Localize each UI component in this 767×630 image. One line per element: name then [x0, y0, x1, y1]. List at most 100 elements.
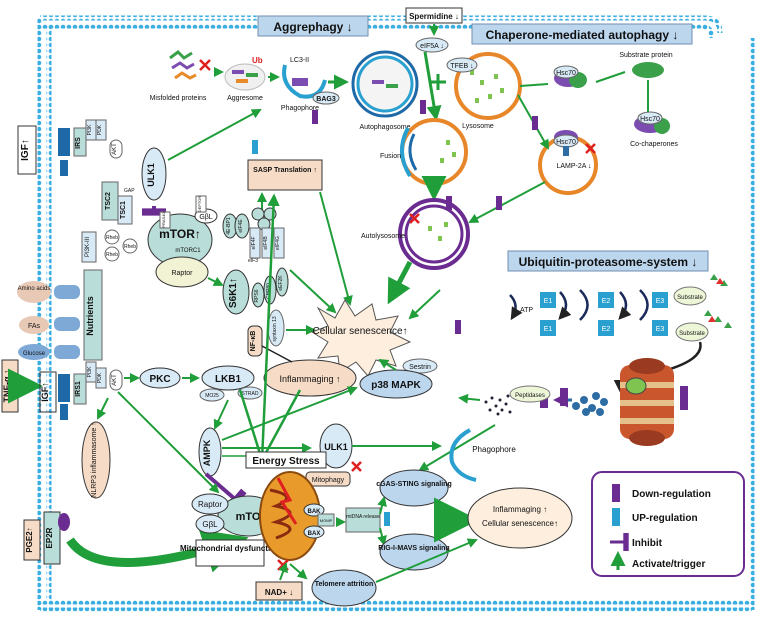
svg-text:Cellular senescence↑: Cellular senescence↑ — [482, 519, 558, 528]
svg-text:Inhibit: Inhibit — [632, 538, 663, 549]
svg-text:NAD+ ↓: NAD+ ↓ — [265, 588, 293, 597]
mitophagy: Mitophagy — [305, 461, 362, 487]
svg-text:Nutrients: Nutrients — [85, 296, 95, 336]
nutrients: Nutrients Amino acids FAs Glucose — [17, 269, 103, 361]
pi3k-iii: PI3K-III — [81, 231, 97, 263]
substrate-protein: Substrate protein — [619, 52, 673, 78]
energy-stress: Energy Stress — [245, 451, 327, 469]
svg-text:ULK1: ULK1 — [324, 442, 348, 452]
lamp2a-lysosome: Hsc70 LAMP-2A ↓ — [538, 130, 598, 195]
svg-text:FAs: FAs — [28, 323, 41, 330]
svg-text:PI3K: PI3K — [87, 366, 93, 378]
svg-text:ATP: ATP — [520, 307, 533, 314]
svg-text:TSC2: TSC2 — [105, 192, 112, 210]
p38-mapk: p38 MAPK — [359, 369, 433, 399]
svg-text:Aggrephagy ↓: Aggrephagy ↓ — [273, 20, 352, 34]
peptides: Peptidases — [509, 385, 608, 416]
proteasome — [620, 358, 688, 446]
spermidine-box: Spermidine ↓ — [405, 7, 463, 24]
nlrp3-inflammasome: NLRP3 inflammasome ↑ — [81, 421, 111, 499]
svg-text:NF-κB: NF-κB — [250, 331, 257, 352]
svg-text:E3: E3 — [656, 326, 665, 333]
pge2-ep2r: PGE2↑ EP2R — [23, 511, 70, 565]
svg-text:PI3K-III: PI3K-III — [85, 237, 91, 257]
svg-text:SASP Translation ↑: SASP Translation ↑ — [253, 167, 317, 174]
svg-text:Peptidases: Peptidases — [515, 393, 545, 399]
svg-text:Substrate: Substrate — [677, 295, 703, 301]
svg-text:PDK: PDK — [97, 124, 103, 135]
translation-factors: eIF4F eIF4B eIF4G eIF3 RPS6 CBP80 eEF2K — [248, 207, 289, 308]
svg-text:AKT: AKT — [112, 143, 118, 155]
svg-text:MO25: MO25 — [205, 393, 219, 399]
plus-sign — [430, 74, 446, 90]
svg-text:LAMP-2A ↓: LAMP-2A ↓ — [556, 163, 591, 170]
svg-text:LKB1: LKB1 — [215, 374, 242, 385]
svg-text:eIF4B: eIF4B — [263, 236, 269, 250]
ulk1-center: ULK1 — [319, 423, 353, 469]
svg-text:Mitochondrial dysfunction: Mitochondrial dysfunction — [180, 544, 280, 553]
legend: Down-regulation UP-regulation Inhibit Ac… — [591, 471, 745, 577]
mitochondrion: BAK BAX MOMP — [259, 471, 335, 571]
svg-text:AMPK: AMPK — [202, 439, 212, 466]
svg-text:PDK: PDK — [97, 372, 103, 383]
svg-text:IRS: IRS — [75, 137, 82, 149]
svg-text:UP-regulation: UP-regulation — [632, 513, 698, 524]
down-markers — [312, 100, 538, 334]
svg-text:Inflammaging ↑: Inflammaging ↑ — [493, 505, 547, 514]
svg-text:E2: E2 — [602, 298, 611, 305]
svg-text:4E-BP1: 4E-BP1 — [226, 217, 232, 234]
inflammaging-oval: Inflammaging ↑ — [263, 359, 357, 397]
svg-text:eIF5A ↓: eIF5A ↓ — [420, 43, 444, 50]
svg-text:PGE2↑: PGE2↑ — [25, 527, 34, 552]
svg-text:Activate/trigger: Activate/trigger — [632, 559, 705, 570]
svg-text:Autophagosome: Autophagosome — [360, 124, 411, 131]
mtdna-release: mtDNA release — [345, 507, 381, 533]
svg-text:Amino acids: Amino acids — [18, 286, 51, 292]
cgas-sting: cGAS-STING signaling — [376, 469, 452, 507]
svg-text:S6K1↑: S6K1↑ — [228, 278, 239, 308]
cellular-senescence-burst: Cellular senescence↑ — [310, 299, 412, 377]
aggresome: Ub Aggresome — [224, 56, 266, 102]
svg-text:TFEB ↓: TFEB ↓ — [450, 63, 473, 70]
ups-header: Ubiquitin-proteasome-system ↓ — [507, 250, 709, 272]
cross-mark — [199, 59, 211, 71]
svg-text:Phagophore: Phagophore — [472, 445, 516, 454]
svg-text:GβL: GβL — [202, 520, 218, 529]
svg-text:Hsc70: Hsc70 — [556, 139, 576, 146]
phagophore: LC3-II Phagophore — [281, 57, 327, 112]
svg-text:Autolysosome: Autolysosome — [361, 233, 405, 240]
svg-text:mtDNA release: mtDNA release — [346, 514, 380, 520]
bag3-label: BAG3 — [312, 91, 340, 105]
lkb1: LKB1 MO25 STRAD — [199, 365, 263, 402]
svg-text:AKT: AKT — [112, 374, 118, 386]
svg-text:Cellular senescence↑: Cellular senescence↑ — [312, 326, 407, 337]
svg-text:Telomere attrition: Telomere attrition — [315, 581, 374, 588]
svg-text:Energy Stress: Energy Stress — [252, 456, 320, 467]
svg-text:MOMP: MOMP — [320, 518, 333, 523]
svg-text:PKC: PKC — [149, 374, 170, 385]
autolysosome: Autolysosome — [361, 198, 470, 270]
svg-text:mTOR↑: mTOR↑ — [159, 227, 201, 241]
nfkb: NF-κB — [247, 325, 263, 357]
svg-text:Rheb: Rheb — [124, 244, 136, 250]
svg-text:Ub: Ub — [252, 56, 263, 65]
svg-text:IGF↑: IGF↑ — [40, 382, 50, 402]
svg-text:Substrate: Substrate — [679, 331, 705, 337]
svg-text:Raptor: Raptor — [171, 270, 193, 277]
svg-text:Hsc70: Hsc70 — [640, 116, 660, 123]
svg-text:E1: E1 — [544, 326, 553, 333]
pkc: PKC — [139, 367, 181, 389]
svg-text:Substrate protein: Substrate protein — [619, 52, 672, 59]
svg-text:Hsc70: Hsc70 — [556, 70, 576, 77]
svg-text:BAX: BAX — [308, 531, 321, 537]
misfolded-proteins: Misfolded proteins — [150, 50, 207, 102]
svg-text:Rheb: Rheb — [106, 252, 118, 258]
svg-text:Raptor: Raptor — [198, 500, 222, 509]
ampk: AMPK — [198, 427, 222, 477]
svg-text:Glucose: Glucose — [23, 351, 46, 357]
rheb-group: Rheb Rheb Rheb — [104, 229, 138, 262]
svg-text:TNF-α ↑: TNF-α ↑ — [2, 369, 12, 402]
ups-cycle: ATP E1 E1 E2 E2 E3 E3 Substrate Substrat… — [509, 274, 732, 342]
svg-text:PI3K: PI3K — [87, 124, 93, 136]
